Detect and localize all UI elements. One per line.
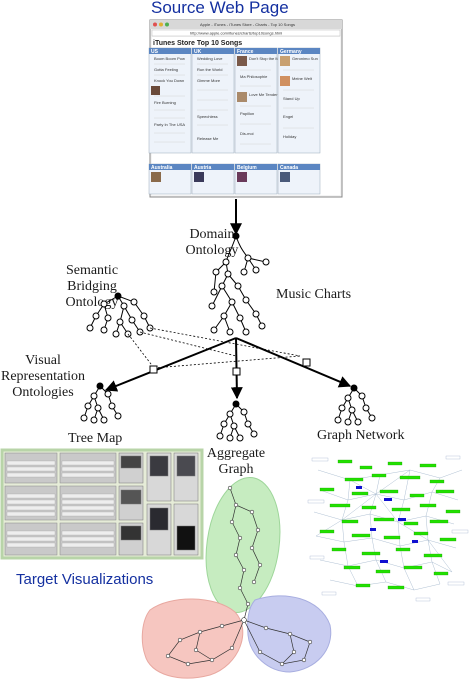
visual-representation-ontologies-label: Visual Representation Ontologies <box>0 353 86 401</box>
arrow-midpoint-boxes <box>149 358 311 376</box>
domain-ontology-tree <box>208 232 270 336</box>
page-heading: iTunes Store Top 10 Songs <box>153 40 242 47</box>
aggregate-graph-line-2: Graph <box>218 462 254 477</box>
uk-song-3[interactable]: Gimme More <box>197 78 221 83</box>
domain-ontology-line-1: Domain <box>189 227 235 242</box>
graph-network-ontology-tree <box>334 384 376 426</box>
domain-ontology-label: Domain Ontology <box>176 227 248 259</box>
uk-song-5[interactable]: Release Me <box>197 136 219 141</box>
aggregate-graph-visualization <box>141 476 332 679</box>
germany-song-3[interactable]: Stand Up <box>283 96 300 101</box>
treemap-ontology-tree <box>80 382 122 424</box>
column-france: France Don't Stop the Music Ma Philosoph… <box>234 47 286 154</box>
us-song-2[interactable]: Gotta Feeling <box>154 67 178 72</box>
source-web-page-title: Source Web Page <box>151 0 289 17</box>
us-album-art <box>151 86 160 95</box>
column-uk-header: UK <box>194 49 202 55</box>
uk-song-2[interactable]: Run the World <box>197 67 223 72</box>
graph-network-label: Graph Network <box>317 428 405 443</box>
bottom-country-row: Australia Austria Belgium Canada <box>148 163 321 195</box>
us-song-3[interactable]: Knock You Down <box>154 78 184 83</box>
semantic-bridging-line-1: Semantic <box>65 263 119 278</box>
germany-song-4[interactable]: Engel <box>283 114 293 119</box>
graph-network-visualization <box>307 455 469 602</box>
aggregate-graph-ontology-tree <box>216 400 258 442</box>
france-album-art-2 <box>237 92 247 102</box>
visual-representation-line-3: Ontologies <box>12 385 74 400</box>
column-canada-header: Canada <box>280 165 298 171</box>
arrows-to-visual-ontologies <box>104 337 352 400</box>
us-song-5[interactable]: Party In The USA <box>154 122 185 127</box>
germany-song-2[interactable]: Meine Welt <box>292 76 313 81</box>
browser-window: Apple - iTunes - iTunes Store - Charts -… <box>148 19 343 198</box>
france-album-art-1 <box>237 56 247 66</box>
column-belgium-header: Belgium <box>237 165 257 171</box>
uk-song-4[interactable]: Speechless <box>197 114 218 119</box>
target-visualizations-label: Target Visualizations <box>16 571 154 588</box>
france-song-2[interactable]: Ma Philosophie <box>240 74 268 79</box>
tree-map-visualization <box>0 448 204 560</box>
tree-map-label: Tree Map <box>68 431 123 446</box>
semantic-bridging-tree <box>86 292 154 338</box>
france-song-5[interactable]: Dis-moi <box>240 131 254 136</box>
semantic-bridging-line-2: Bridging <box>67 279 117 294</box>
column-uk: UK Wedding Love Run the World Gimme More… <box>191 47 235 154</box>
column-australia-header: Australia <box>151 165 173 171</box>
uk-song-1[interactable]: Wedding Love <box>197 56 223 61</box>
address-bar[interactable] <box>151 29 341 37</box>
column-germany: Germany Geronimo Sun Meine Welt Stand Up… <box>277 47 321 154</box>
visual-representation-line-2: Representation <box>1 369 85 384</box>
visual-representation-line-1: Visual <box>25 353 61 368</box>
germany-album-art-1 <box>280 56 290 66</box>
column-germany-header: Germany <box>280 49 302 55</box>
germany-song-1[interactable]: Geronimo Sun <box>292 56 318 61</box>
column-austria-header: Austria <box>194 165 211 171</box>
france-song-1[interactable]: Don't Stop the Music <box>249 56 286 61</box>
france-song-3[interactable]: Love Me Tender <box>249 92 278 97</box>
column-us-header: US <box>151 49 159 55</box>
germany-song-5[interactable]: Holiday <box>283 134 296 139</box>
address-bar-url: http://www.apple.com/itunes/charts/top10… <box>190 31 282 36</box>
bridging-dotted-lines <box>127 327 301 369</box>
aggregate-graph-line-1: Aggregate <box>206 446 266 461</box>
germany-album-art-2 <box>280 76 290 86</box>
browser-window-title: Apple - iTunes - iTunes Store - Charts -… <box>200 22 295 27</box>
us-song-4[interactable]: Fire Burning <box>154 100 176 105</box>
aggregate-graph-label: Aggregate Graph <box>202 446 270 478</box>
column-us: US Boom Boom Pow Gotta Feeling Knock You… <box>148 47 192 154</box>
us-song-1[interactable]: Boom Boom Pow <box>154 56 185 61</box>
music-charts-label: Music Charts <box>276 287 352 302</box>
france-song-4[interactable]: Papillon <box>240 111 254 116</box>
column-france-header: France <box>237 49 254 55</box>
domain-ontology-line-2: Ontology <box>185 243 239 258</box>
